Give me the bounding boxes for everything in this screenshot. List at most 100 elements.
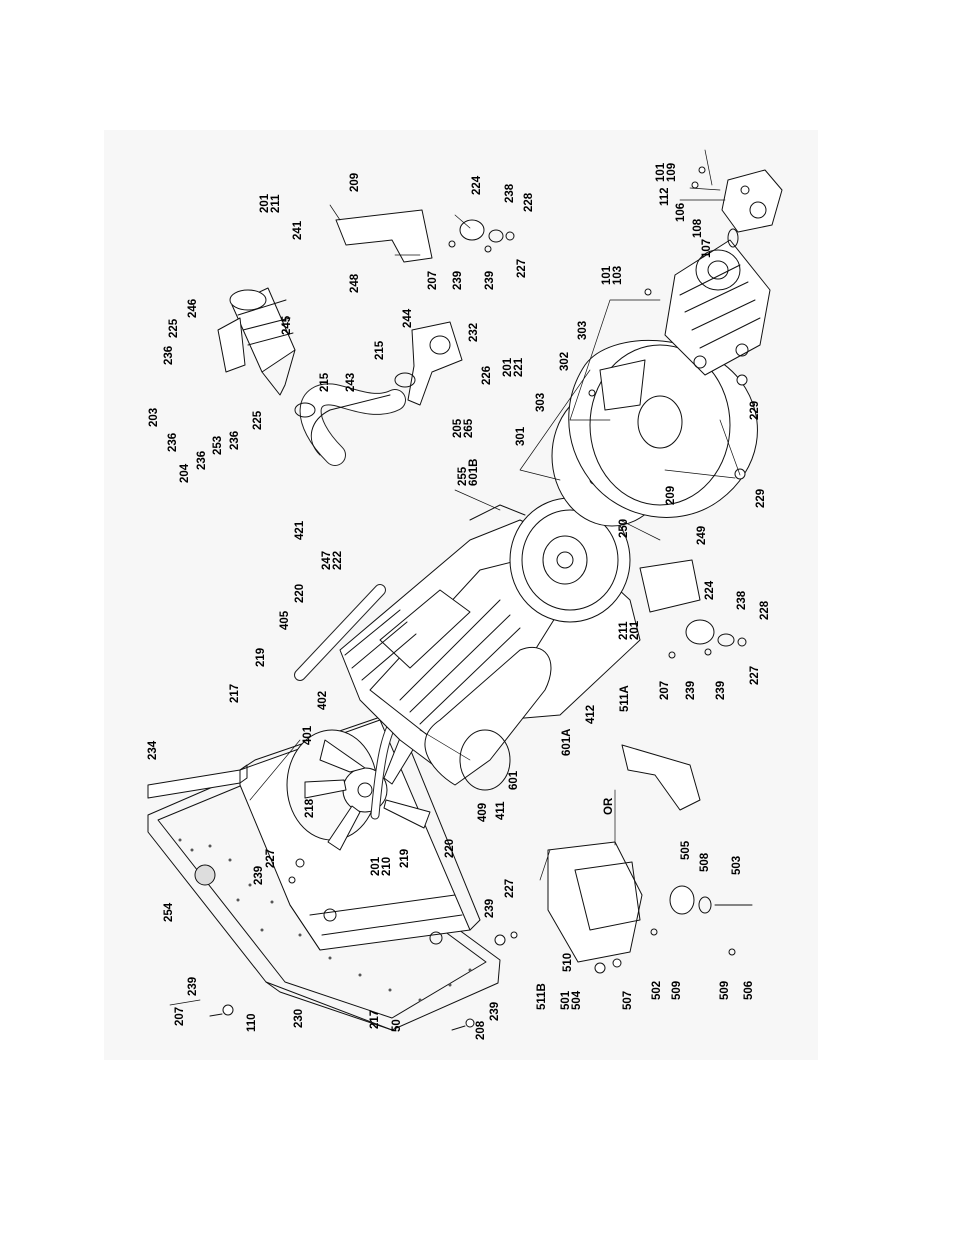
- callout-c59: 601: [508, 770, 520, 790]
- callout-c87: 239: [489, 1001, 501, 1021]
- bell-housing-302: [568, 339, 758, 518]
- callout-c88: 505: [680, 840, 692, 860]
- callout-c02: 112: [659, 187, 671, 206]
- callout-c93: 501 504: [560, 990, 583, 1010]
- callout-c46: 220: [294, 583, 306, 603]
- callout-c27: 245: [281, 315, 293, 335]
- callout-c01: 101 109: [655, 162, 678, 182]
- callout-c52: 234: [147, 740, 159, 760]
- callout-c32: 253: [212, 435, 224, 455]
- callout-c90: 503: [731, 855, 743, 875]
- engine-mount-511A: [621, 744, 701, 811]
- callout-c85: 50: [391, 1019, 403, 1032]
- callout-c06: 101 103: [601, 265, 624, 285]
- callout-c81: 110: [246, 1013, 258, 1032]
- callout-c82: 207: [174, 1006, 186, 1026]
- callout-c38: 244: [402, 308, 414, 328]
- callout-c83: 239: [187, 976, 199, 996]
- callout-c74: OR: [603, 797, 615, 815]
- callout-c94: 507: [622, 990, 634, 1010]
- callout-c09: 303: [535, 392, 547, 412]
- callout-c61: 412: [585, 704, 597, 724]
- callout-c57: 409: [477, 802, 489, 822]
- callout-c36: 243: [345, 372, 357, 392]
- callout-c95: 502: [651, 980, 663, 1000]
- callout-c24: 225: [168, 318, 180, 338]
- callout-c45: 247 222: [321, 550, 344, 570]
- callout-c55: 219: [399, 848, 411, 868]
- callout-c86: 208: [475, 1020, 487, 1040]
- bracket-249: [639, 559, 701, 613]
- callout-c69: 207: [659, 680, 671, 700]
- callout-c65: 211 201: [618, 620, 641, 640]
- callout-c51: 401: [302, 725, 314, 745]
- callout-c98: 506: [743, 980, 755, 1000]
- callout-c75: 227: [265, 848, 277, 868]
- callout-c70: 239: [685, 680, 697, 700]
- callout-c54: 201 210: [370, 856, 393, 876]
- callout-c03: 106: [675, 202, 687, 222]
- callout-c48: 219: [255, 647, 267, 667]
- callout-c76: 239: [253, 865, 265, 885]
- pump-section-106: [721, 169, 783, 233]
- callout-c56: 220: [444, 838, 456, 858]
- callout-c42: 205 265: [452, 418, 475, 438]
- callout-c11: 229: [749, 400, 761, 420]
- callout-c64: 249: [696, 525, 708, 545]
- callout-c33: 236: [229, 430, 241, 450]
- callout-c12: 229: [755, 488, 767, 508]
- radiator-support-234: [147, 764, 248, 799]
- callout-c72: 227: [749, 665, 761, 685]
- callout-c71: 239: [715, 680, 727, 700]
- callout-c53: 218: [304, 798, 316, 818]
- callout-c13: 209: [349, 172, 361, 192]
- cooling-fan-218: [304, 737, 431, 851]
- mount-224-lower: [668, 619, 747, 659]
- callout-c29: 236: [167, 432, 179, 452]
- hardware-fasteners: [209, 166, 748, 1031]
- callout-c43: 255 601B: [457, 458, 480, 487]
- callout-c31: 236: [196, 450, 208, 470]
- callout-c92: 511B: [536, 983, 548, 1010]
- callout-c23: 227: [516, 258, 528, 278]
- callout-c07: 303: [577, 320, 589, 340]
- callout-c15: 241: [292, 220, 304, 240]
- hydraulic-pump-107: [664, 239, 771, 376]
- callout-c91: 510: [562, 952, 574, 972]
- callout-c73: 511A: [619, 685, 631, 712]
- callout-c77: 254: [163, 902, 175, 922]
- callout-c80: 230: [293, 1008, 305, 1028]
- callout-c44: 421: [294, 520, 306, 540]
- o-ring-108: [727, 228, 739, 248]
- callout-c18: 238: [504, 183, 516, 203]
- callout-c40: 226: [481, 365, 493, 385]
- callout-c50: 402: [317, 690, 329, 710]
- isolator-505: [650, 885, 753, 956]
- callout-c96: 509: [671, 980, 683, 1000]
- callout-c26: 236: [163, 345, 175, 365]
- callout-c17: 224: [471, 175, 483, 195]
- callout-c63: 250: [618, 518, 630, 538]
- callout-c47: 405: [279, 610, 291, 630]
- callout-c62: 209: [665, 485, 677, 505]
- callout-c84: 217: [369, 1009, 381, 1029]
- elbow-244: [407, 321, 463, 406]
- callout-c35: 215: [319, 372, 331, 392]
- callout-c39: 232: [468, 322, 480, 342]
- hoses: [294, 383, 406, 820]
- mount-224-upper: [448, 219, 515, 253]
- callout-c22: 239: [484, 270, 496, 290]
- engine: [339, 497, 641, 791]
- callout-c16: 248: [349, 273, 361, 293]
- air-cleaner-245: [217, 287, 296, 396]
- callout-c97: 509: [719, 980, 731, 1000]
- callout-c21: 239: [452, 270, 464, 290]
- bracket-248: [335, 209, 433, 263]
- callout-c04: 108: [692, 218, 704, 238]
- callout-c58: 411: [495, 801, 507, 820]
- callout-c68: 228: [759, 600, 771, 620]
- callout-c89: 508: [699, 852, 711, 872]
- callout-c67: 238: [736, 590, 748, 610]
